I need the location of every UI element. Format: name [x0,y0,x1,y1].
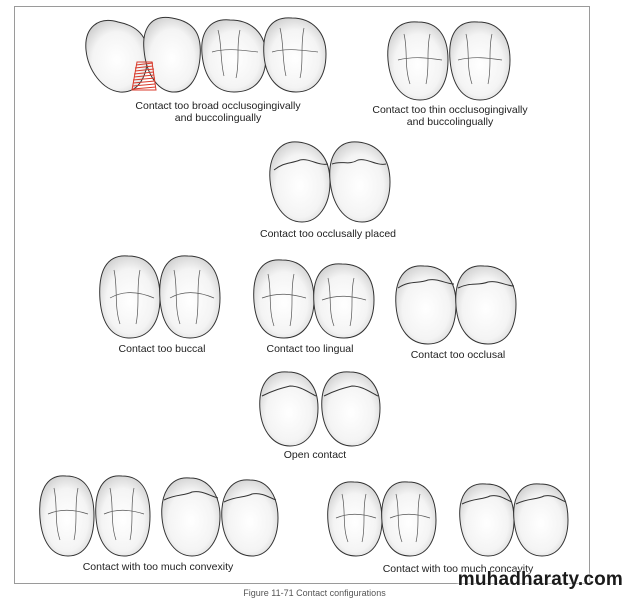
caption-occlusal: Contact too occlusal [410,349,506,361]
caption-occlusally-placed: Contact too occlusally placed [260,228,396,240]
caption-concavity: Contact with too much concavity [382,563,534,575]
caption-buccal: Contact too buccal [118,343,206,355]
panel-thin [387,21,511,101]
caption-convexity: Contact with too much convexity [82,561,234,573]
panel-buccal [99,255,221,339]
panel-occlusally-placed [269,141,391,223]
figure-title: Figure 11-71 Contact configurations [243,588,386,598]
tooth-molar-b [263,17,327,93]
tooth-incisor-left [85,20,149,93]
panel-concavity [327,481,569,557]
contact-hatching [132,62,157,90]
panel-broad [85,16,327,93]
caption-broad: Contact too broad occlusogingivally and … [135,100,301,124]
panel-convexity [39,475,279,557]
contact-area-highlight [131,61,157,91]
tooth-molar-a [201,19,267,93]
panel-open [259,371,381,447]
tooth-incisor-right [143,16,201,93]
panel-occlusal [395,265,517,345]
caption-lingual: Contact too lingual [266,343,354,355]
watermark-logo: muhadharaty.com [457,569,623,590]
caption-open: Open contact [283,449,347,461]
caption-thin: Contact too thin occlusogingivally and b… [372,104,528,128]
panel-lingual [253,259,375,339]
